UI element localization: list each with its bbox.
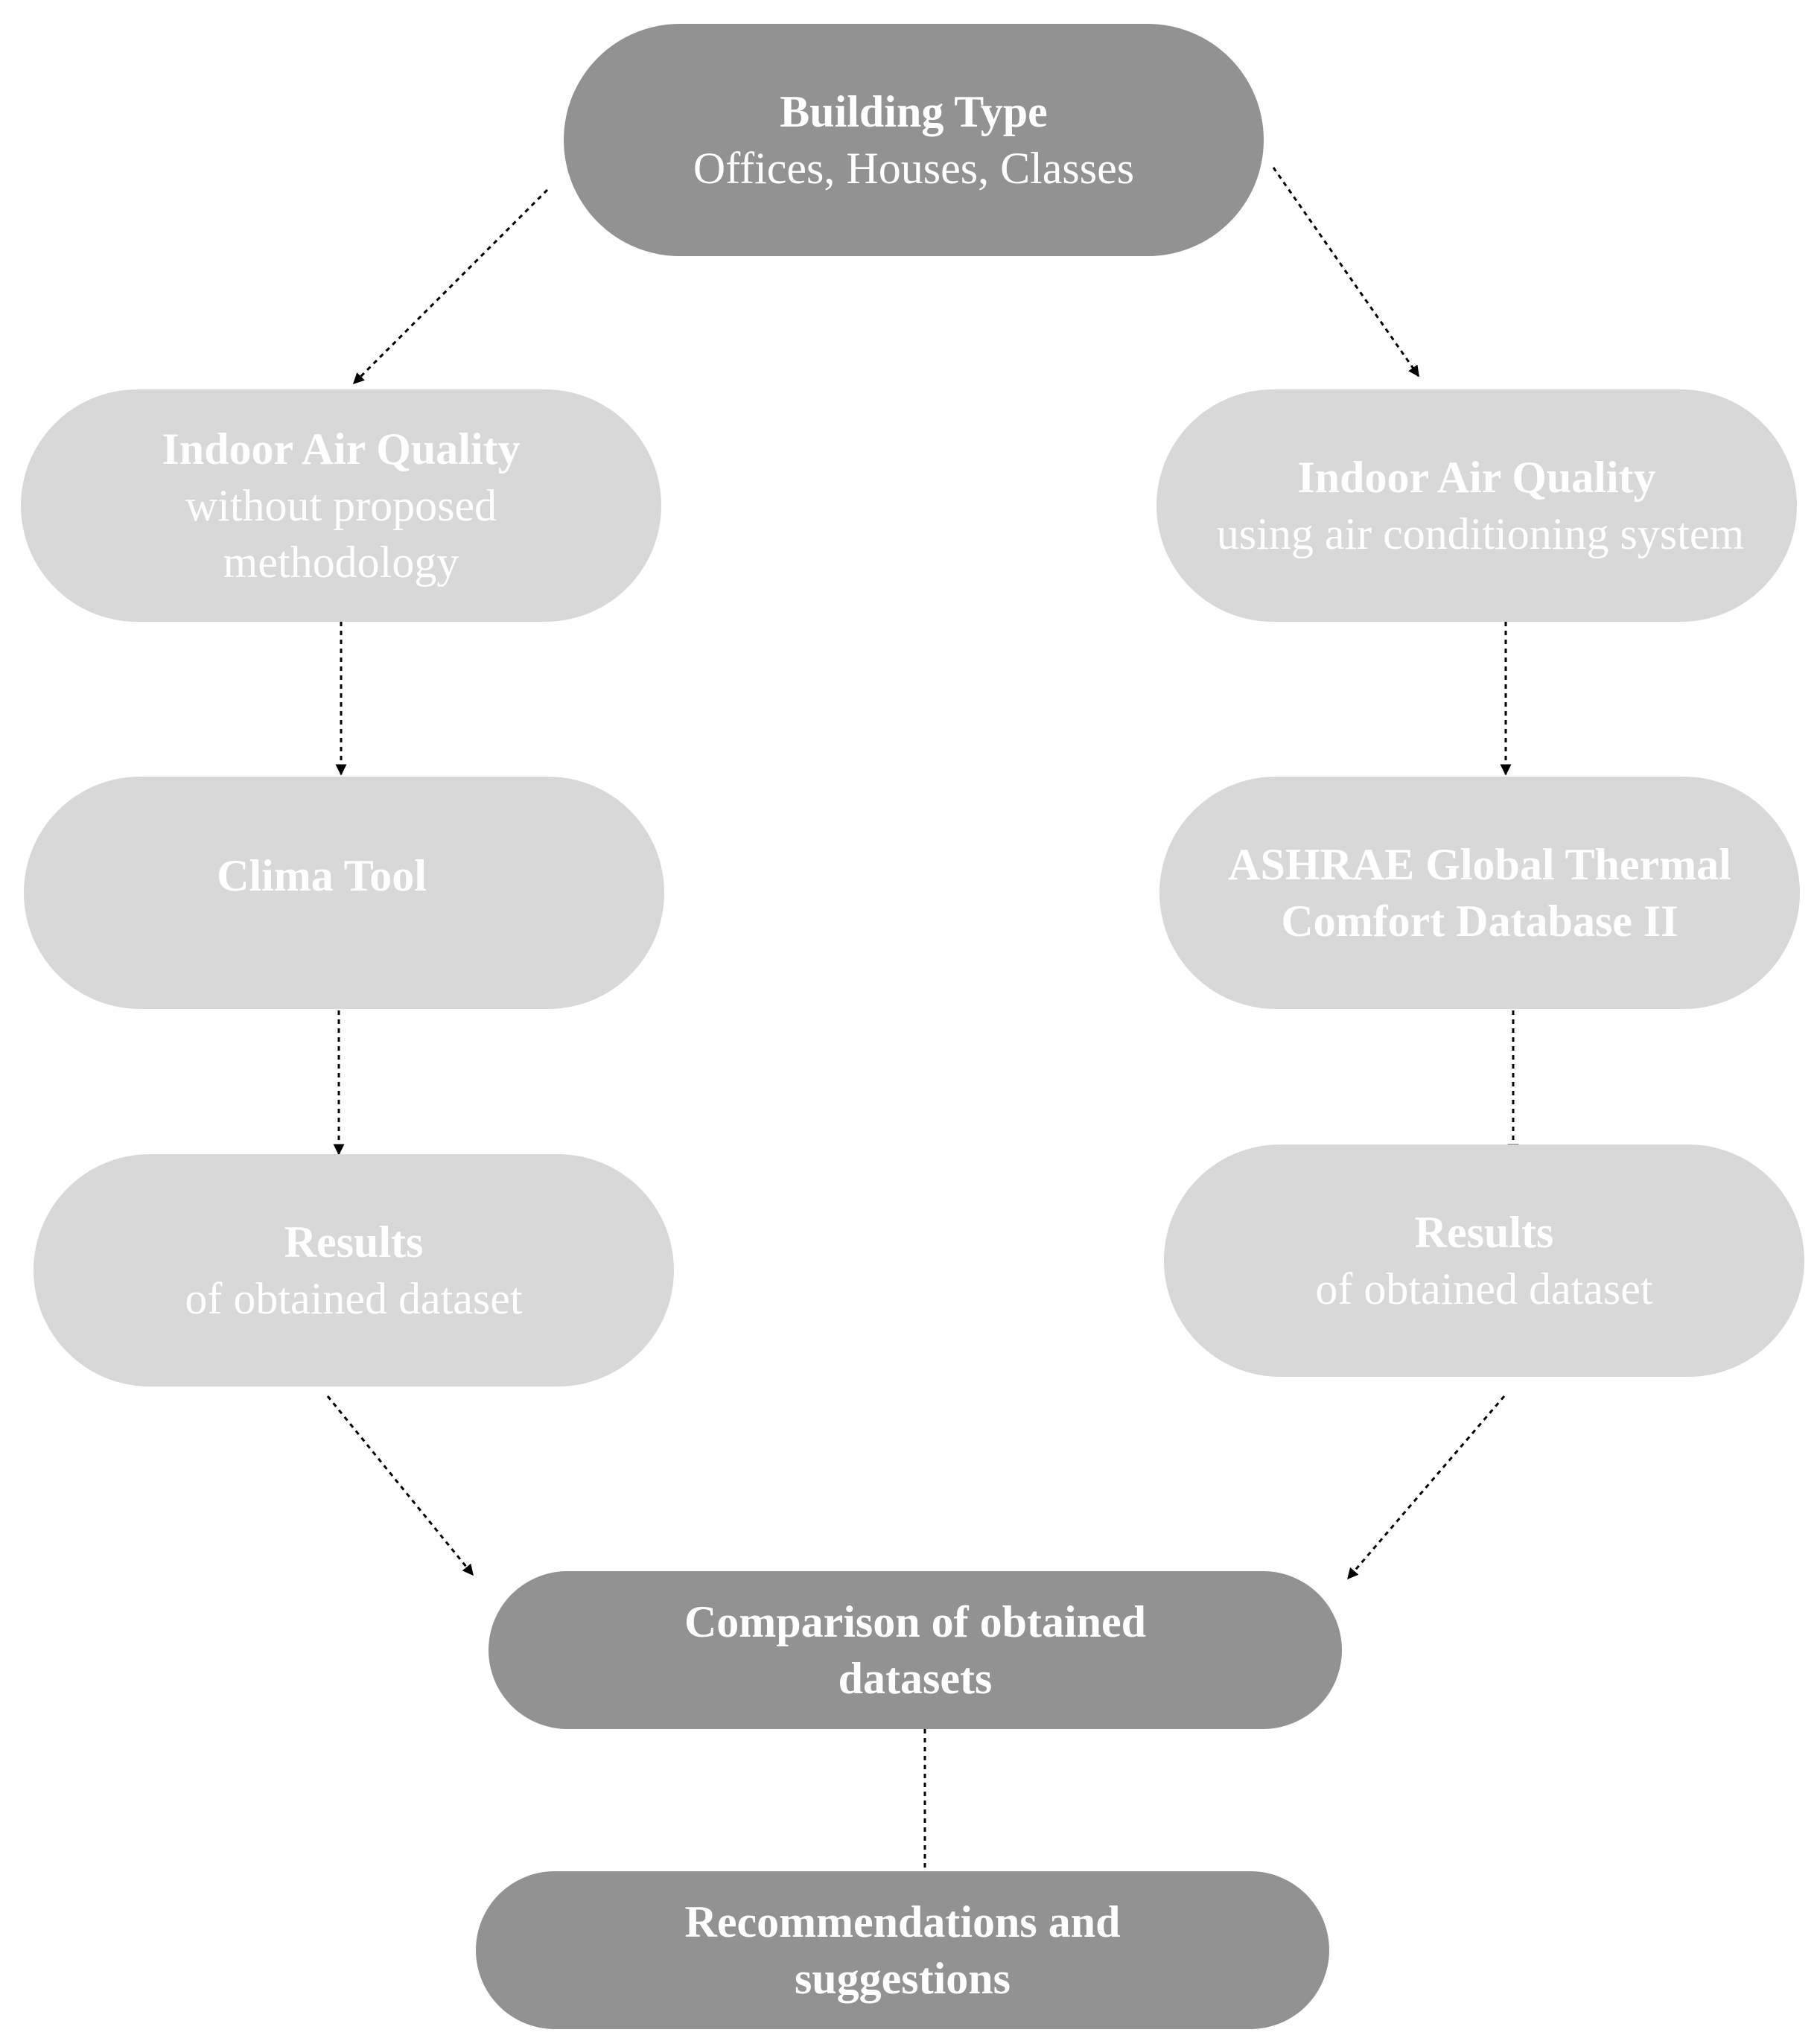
clima-tool-title: Clima Tool: [217, 851, 427, 900]
iaq-left-node: Indoor Air Quality without proposed meth…: [21, 389, 661, 622]
arrow-results-right-to-comparison: [1346, 1395, 1506, 1580]
recommendations-node: Recommendations and suggestions: [476, 1871, 1329, 2029]
iaq-right-title: Indoor Air Quality: [1297, 453, 1656, 502]
recommendations-line1: Recommendations and: [684, 1897, 1121, 1946]
results-left-node: Results of obtained dataset: [34, 1154, 674, 1386]
results-right-subtitle: of obtained dataset: [1315, 1264, 1653, 1314]
comparison-line1: Comparison of obtained: [684, 1597, 1147, 1646]
iaq-right-node: Indoor Air Quality using air conditionin…: [1156, 389, 1797, 622]
building-type-title: Building Type: [780, 87, 1048, 136]
arrow-building-to-iaq-left: [352, 188, 549, 385]
results-left-title: Results: [284, 1217, 424, 1267]
arrow-results-left-to-comparison: [326, 1395, 474, 1576]
results-right-node: Results of obtained dataset: [1164, 1144, 1804, 1377]
iaq-left-subtitle-line2: methodology: [223, 538, 459, 587]
recommendations-line2: suggestions: [794, 1954, 1011, 2003]
iaq-right-subtitle: using air conditioning system: [1216, 509, 1745, 558]
iaq-left-title: Indoor Air Quality: [162, 424, 521, 474]
comparison-line2: datasets: [838, 1654, 993, 1703]
arrow-building-to-iaq-right: [1272, 167, 1420, 378]
ashrae-line2: Comfort Database II: [1281, 897, 1678, 946]
results-right-title: Results: [1414, 1208, 1554, 1257]
ashrae-node: ASHRAE Global Thermal Comfort Database I…: [1159, 777, 1800, 1009]
building-type-subtitle: Offices, Houses, Classes: [693, 144, 1135, 193]
ashrae-line1: ASHRAE Global Thermal: [1228, 840, 1731, 889]
building-type-node: Building Type Offices, Houses, Classes: [564, 24, 1264, 256]
results-left-subtitle: of obtained dataset: [185, 1274, 523, 1323]
iaq-left-subtitle-line1: without proposed: [185, 481, 497, 530]
clima-tool-node: Clima Tool: [24, 777, 664, 1009]
comparison-node: Comparison of obtained datasets: [489, 1571, 1342, 1729]
